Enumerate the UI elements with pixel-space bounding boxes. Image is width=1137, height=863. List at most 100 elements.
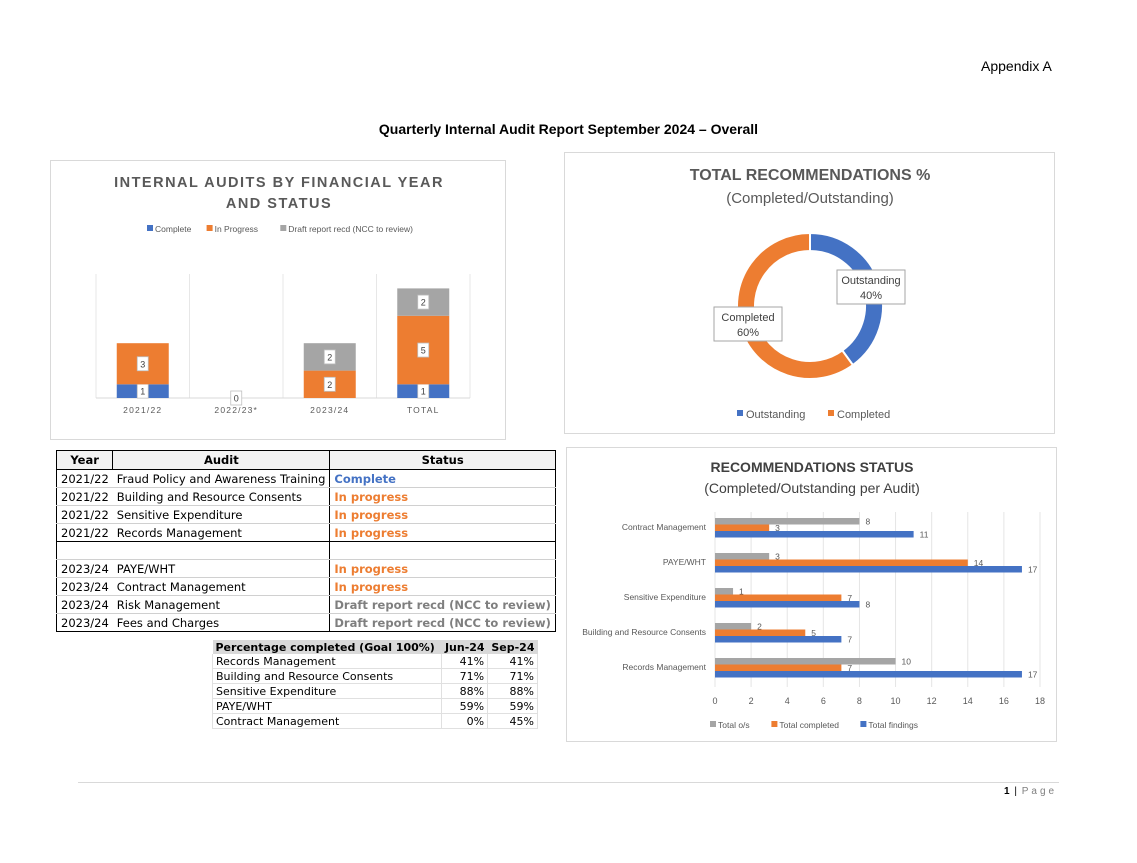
chart3-category-label: Building and Resource Consents <box>582 627 706 637</box>
chart2-callout-name: Completed <box>721 312 774 324</box>
chart1-data-label-box <box>323 376 336 392</box>
chart1-zero-label-box <box>230 390 243 406</box>
audit-row <box>55 541 556 560</box>
audit-cell-audit: Sensitive Expenditure <box>112 505 330 524</box>
chart1-data-label: 2 <box>327 352 332 362</box>
chart3-tick-label: 6 <box>821 696 826 706</box>
chart3-tick-label: 16 <box>999 696 1009 706</box>
audit-cell-year: 2021/22 <box>55 523 113 542</box>
page-word: Page <box>1021 786 1058 797</box>
document-title: Quarterly Internal Audit Report Septembe… <box>378 121 759 137</box>
chart3-data-label: 3 <box>775 523 780 533</box>
chart2-callout-name: Outstanding <box>841 275 900 287</box>
total-recommendations-chart-svg: TOTAL RECOMMENDATIONS %(Completed/Outsta… <box>690 167 931 421</box>
chart1-legend-label: Complete <box>155 224 192 234</box>
chart3-category-label: Records Management <box>622 662 706 672</box>
chart1-legend-swatch <box>280 225 287 231</box>
audit-cell-status: Draft report recd (NCC to review) <box>329 613 556 632</box>
pct-header-jun: Jun-24 <box>441 640 488 654</box>
chart3-data-label: 2 <box>757 622 762 632</box>
chart3-data-label: 10 <box>902 657 912 667</box>
audit-cell-year <box>55 541 113 560</box>
page-number: 1 | Page <box>1004 786 1058 797</box>
pct-cell-name: Contract Management <box>212 713 442 729</box>
chart3-data-label: 17 <box>1028 565 1038 575</box>
chart3-legend-swatch <box>771 721 778 727</box>
chart3-subtitle: (Completed/Outstanding per Audit) <box>704 480 920 496</box>
audit-cell-status: In progress <box>329 505 556 524</box>
audit-cell-audit: Contract Management <box>112 577 330 596</box>
chart1-data-label: 5 <box>421 346 426 356</box>
pct-table-header-row: Percentage completed (Goal 100%) Jun-24 … <box>212 640 538 654</box>
chart2-legend-label: Completed <box>837 409 890 421</box>
chart2-subtitle: (Completed/Outstanding) <box>726 190 894 207</box>
chart1-data-label: 1 <box>421 387 426 397</box>
chart3-data-label: 8 <box>865 600 870 610</box>
recommendations-status-chart: RECOMMENDATIONS STATUS (Completed/Outstan… <box>566 447 1057 742</box>
chart3-bar <box>715 559 968 566</box>
chart2-legend-swatch <box>737 410 743 416</box>
chart3-data-label: 14 <box>974 558 984 568</box>
chart3-bar <box>715 518 860 525</box>
pct-header-sep: Sep-24 <box>487 640 538 654</box>
audit-cell-audit: Building and Resource Consents <box>112 487 330 506</box>
chart3-title: RECOMMENDATIONS STATUS <box>711 459 914 475</box>
header-audit: Audit <box>112 450 331 470</box>
pct-header-name: Percentage completed (Goal 100%) <box>212 640 442 654</box>
audit-cell-audit <box>112 541 330 560</box>
chart3-data-label: 1 <box>739 587 744 597</box>
total-recommendations-chart: TOTAL RECOMMENDATIONS %(Completed/Outsta… <box>564 152 1055 434</box>
chart1-data-label-box <box>136 356 149 372</box>
chart1-data-label-box <box>417 294 430 310</box>
chart2-legend-swatch <box>828 410 834 416</box>
chart1-zero-label: 0 <box>234 394 239 404</box>
chart1-legend-swatch <box>206 225 213 231</box>
chart1-data-label: 2 <box>327 380 332 390</box>
chart3-category-label: PAYE/WHT <box>663 557 706 567</box>
pct-cell-sep: 59% <box>487 698 538 714</box>
audit-cell-year: 2023/24 <box>55 595 113 614</box>
chart3-data-label: 7 <box>847 635 852 645</box>
audit-cell-year: 2023/24 <box>55 577 113 596</box>
chart3-legend-swatch <box>710 721 716 727</box>
chart3-tick-label: 14 <box>963 696 973 706</box>
pct-cell-name: Records Management <box>212 654 442 669</box>
audit-cell-status: In progress <box>329 577 556 596</box>
chart1-category-label: 2022/23* <box>214 405 258 415</box>
chart3-bar <box>715 553 770 560</box>
pct-cell-jun: 41% <box>441 654 489 669</box>
chart3-tick-label: 12 <box>927 696 937 706</box>
chart3-data-label: 3 <box>775 552 780 562</box>
chart3-data-label: 5 <box>811 628 816 638</box>
audit-cell-audit: PAYE/WHT <box>112 559 330 578</box>
audit-cell-audit: Risk Management <box>112 595 330 614</box>
chart1-legend-label: Draft report recd (NCC to review) <box>288 224 413 234</box>
chart3-bar <box>715 566 1022 573</box>
chart3-bar <box>715 524 770 531</box>
chart1-title-line: INTERNAL AUDITS BY FINANCIAL YEAR <box>114 175 444 191</box>
audit-cell-status: In progress <box>329 487 556 506</box>
chart3-category-label: Sensitive Expenditure <box>624 592 706 602</box>
pct-cell-sep: 88% <box>487 683 538 699</box>
chart3-data-label: 17 <box>1028 670 1038 680</box>
chart3-data-label: 8 <box>865 517 870 527</box>
chart3-tick-label: 0 <box>712 696 717 706</box>
header-status: Status <box>329 450 556 470</box>
appendix-label: Appendix A <box>981 58 1052 74</box>
chart1-legend-swatch <box>147 225 153 231</box>
chart3-bar <box>715 671 1022 678</box>
audit-cell-year: 2023/24 <box>55 613 113 632</box>
audit-cell-status: Complete <box>329 469 556 488</box>
chart3-tick-label: 18 <box>1035 696 1045 706</box>
chart1-data-label: 3 <box>140 359 145 369</box>
audit-cell-year: 2021/22 <box>55 505 113 524</box>
audit-cell-audit: Fees and Charges <box>112 613 330 632</box>
